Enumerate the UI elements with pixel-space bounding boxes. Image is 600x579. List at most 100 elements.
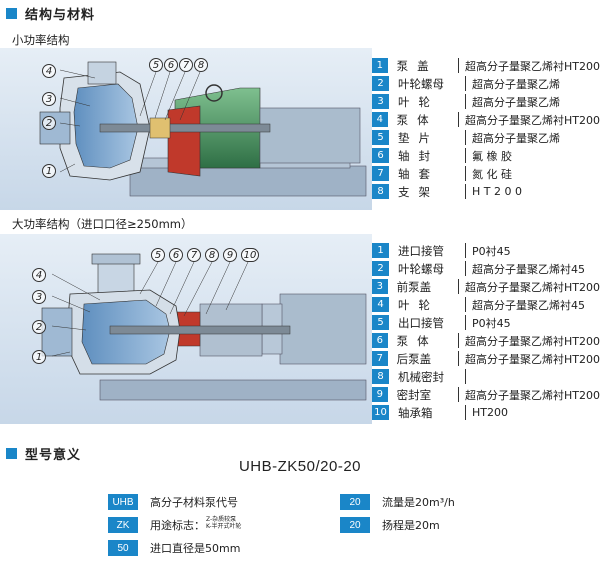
part-name: 叶轮螺母 <box>398 76 444 91</box>
list-item: 6 泵体 超高分子量聚乙烯衬HT200 <box>372 332 600 349</box>
part-name: 轴套 <box>398 166 439 181</box>
divider <box>465 261 466 276</box>
part-material: 氟 橡 胶 <box>472 149 512 163</box>
model-desc-uhb: 高分子材料泵代号 <box>150 496 238 509</box>
model-note-z: Z-杂质较泵 <box>206 516 237 523</box>
list-item: 5 垫片 超高分子量聚乙烯 <box>372 129 600 146</box>
part-name: 轴封 <box>398 148 439 163</box>
divider <box>465 297 466 312</box>
large-pump-drawing <box>0 234 372 424</box>
part-name: 垫片 <box>398 130 439 145</box>
part-number: 7 <box>372 351 388 366</box>
callout-large-8: 8 <box>205 248 219 262</box>
part-name: 机械密封 <box>398 369 444 384</box>
model-note-k: K-半开式叶轮 <box>206 523 242 530</box>
callout-small-4: 4 <box>42 64 56 78</box>
list-item: 2 叶轮螺母 超高分子量聚乙烯衬45 <box>372 260 600 277</box>
part-material: 超高分子量聚乙烯衬HT200 <box>465 352 600 366</box>
part-number: 1 <box>372 243 389 258</box>
part-name: 前泵盖 <box>396 279 432 294</box>
callout-large-1: 1 <box>32 350 46 364</box>
callout-small-3: 3 <box>42 92 56 106</box>
part-material: 超高分子量聚乙烯衬45 <box>472 298 585 312</box>
divider <box>465 130 466 145</box>
callout-large-4: 4 <box>32 268 46 282</box>
model-code-uhb: UHB <box>108 494 138 510</box>
callout-large-3: 3 <box>32 290 46 304</box>
part-number: 4 <box>372 297 389 312</box>
divider <box>465 94 466 109</box>
model-code-flow: 20 <box>340 494 370 510</box>
divider <box>465 148 466 163</box>
divider <box>465 243 466 258</box>
list-item: 4 叶轮 超高分子量聚乙烯衬45 <box>372 296 600 313</box>
divider <box>465 184 466 199</box>
part-material: 超高分子量聚乙烯衬HT200 <box>465 59 600 73</box>
part-material: 超高分子量聚乙烯衬HT200 <box>465 388 600 402</box>
part-number: 1 <box>372 58 388 73</box>
section-title: 型号意义 <box>25 447 82 463</box>
part-material: 超高分子量聚乙烯衬45 <box>472 262 585 276</box>
list-item: 8 支架 H T 2 0 0 <box>372 183 600 200</box>
model-code-head: 20 <box>340 517 370 533</box>
small-pump-parts-list: 1 泵盖 超高分子量聚乙烯衬HT200 2 叶轮螺母 超高分子量聚乙烯 3 叶轮… <box>372 57 600 202</box>
list-item: 5 出口接管 P0衬45 <box>372 314 600 331</box>
part-material: P0衬45 <box>472 244 511 258</box>
part-name: 泵盖 <box>396 58 438 73</box>
model-code-50: 50 <box>108 540 138 556</box>
callout-large-10: 10 <box>241 248 259 262</box>
list-item: 7 轴套 氮 化 硅 <box>372 165 600 182</box>
callout-large-9: 9 <box>223 248 237 262</box>
list-item: 8 机械密封 <box>372 368 600 385</box>
section-bullet-icon <box>6 447 17 459</box>
part-number: 5 <box>372 315 389 330</box>
part-number: 2 <box>372 261 389 276</box>
list-item: 6 轴封 氟 橡 胶 <box>372 147 600 164</box>
part-material: 超高分子量聚乙烯 <box>472 131 560 145</box>
part-number: 2 <box>372 76 389 91</box>
part-name: 泵体 <box>396 112 438 127</box>
part-material: HT200 <box>472 406 508 419</box>
part-material: 超高分子量聚乙烯衬HT200 <box>465 334 600 348</box>
callout-large-7: 7 <box>187 248 201 262</box>
list-item: 2 叶轮螺母 超高分子量聚乙烯 <box>372 75 600 92</box>
part-number: 10 <box>372 405 389 420</box>
model-desc-zk: 用途标志： <box>150 519 205 532</box>
part-name: 密封室 <box>396 387 432 402</box>
part-material: 超高分子量聚乙烯 <box>472 77 560 91</box>
divider <box>458 279 459 294</box>
list-item: 7 后泵盖 超高分子量聚乙烯衬HT200 <box>372 350 600 367</box>
divider <box>465 76 466 91</box>
divider <box>458 58 459 73</box>
part-number: 5 <box>372 130 389 145</box>
part-material: 超高分子量聚乙烯 <box>472 95 560 109</box>
callout-small-8: 8 <box>194 58 208 72</box>
callout-small-2: 2 <box>42 116 56 130</box>
divider <box>465 315 466 330</box>
divider <box>458 112 459 127</box>
part-material: P0衬45 <box>472 316 511 330</box>
model-code: UHB-ZK50/20-20 <box>238 458 362 475</box>
part-name: 叶轮 <box>398 297 439 312</box>
model-desc-flow: 流量是20m³/h <box>382 496 455 509</box>
section-structure-header: 结构与材料 <box>6 4 95 23</box>
part-number: 4 <box>372 112 388 127</box>
part-name: 出口接管 <box>398 315 444 330</box>
callout-small-7: 7 <box>179 58 193 72</box>
callout-small-1: 1 <box>42 164 56 178</box>
part-number: 3 <box>372 279 388 294</box>
list-item: 3 前泵盖 超高分子量聚乙烯衬HT200 <box>372 278 600 295</box>
part-name: 叶轮 <box>398 94 439 109</box>
callout-small-6: 6 <box>164 58 178 72</box>
list-item: 4 泵体 超高分子量聚乙烯衬HT200 <box>372 111 600 128</box>
callout-large-5: 5 <box>151 248 165 262</box>
part-material: 超高分子量聚乙烯衬HT200 <box>465 280 600 294</box>
divider <box>465 405 466 420</box>
list-item: 1 泵盖 超高分子量聚乙烯衬HT200 <box>372 57 600 74</box>
model-desc-head: 扬程是20m <box>382 519 440 532</box>
part-name: 泵体 <box>396 333 438 348</box>
part-name: 后泵盖 <box>396 351 432 366</box>
part-number: 6 <box>372 148 389 163</box>
divider <box>458 351 459 366</box>
callout-large-6: 6 <box>169 248 183 262</box>
